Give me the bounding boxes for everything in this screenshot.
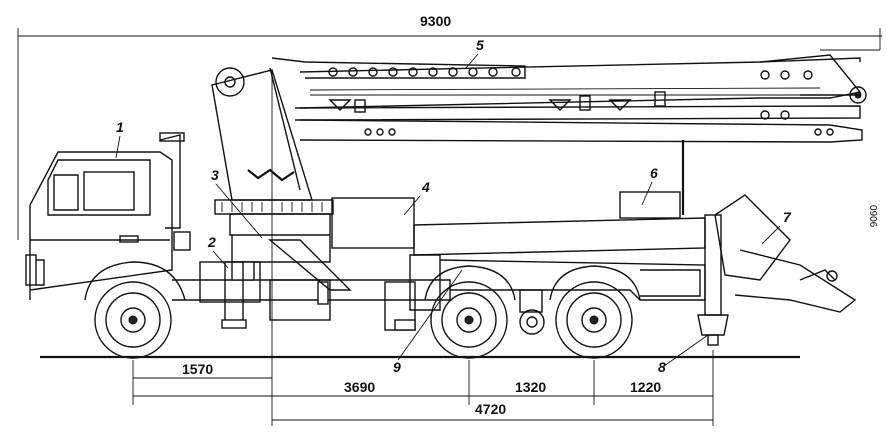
- front-overhang-label: 1570: [182, 361, 213, 377]
- rear-body: [413, 217, 706, 301]
- callout-2: 2: [207, 234, 216, 250]
- outrigger-span-label: 4720: [475, 401, 506, 417]
- chassis-frame: [172, 254, 451, 331]
- bottom-dimensions: 1570 3690 1320 1220 4720: [132, 350, 714, 426]
- callout-8: 8: [658, 359, 666, 375]
- boom-bolt-row-tip: [760, 70, 813, 120]
- tandem-spacing-label: 1320: [515, 379, 546, 395]
- tandem-hub: [519, 289, 545, 335]
- boom-mast: [211, 67, 313, 201]
- callout-9: 9: [393, 359, 401, 375]
- hydraulic-tank: [331, 197, 415, 249]
- truck-cab: [25, 132, 191, 300]
- turret-assembly: [214, 199, 352, 291]
- callout-6: 6: [650, 165, 658, 181]
- callout-7: 7: [783, 209, 792, 225]
- callout-4: 4: [421, 179, 430, 195]
- side-mark: 0906: [867, 205, 878, 228]
- rear-wheel-2: [549, 265, 641, 359]
- callouts: 1 2 3 4 5 6 7 8 9: [115, 37, 792, 375]
- rear-wheel-1: [424, 265, 516, 359]
- callout-5: 5: [476, 37, 484, 53]
- boom-bolt-row-bottom: [364, 128, 834, 136]
- rear-outrigger: [697, 214, 729, 346]
- concrete-hopper: [714, 194, 857, 313]
- boom-arm: [271, 54, 867, 143]
- front-wheel: [84, 261, 186, 359]
- overall-length-label: 9300: [420, 13, 451, 29]
- callout-1: 1: [116, 119, 124, 135]
- front-to-tandem-label: 3690: [344, 379, 375, 395]
- callout-3: 3: [211, 167, 219, 183]
- water-tank: [619, 191, 681, 219]
- overall-length-dimension: 9300: [17, 13, 882, 240]
- boom-bolt-row-top: [328, 67, 521, 77]
- front-outrigger: [221, 261, 247, 329]
- rear-overhang-label: 1220: [630, 379, 661, 395]
